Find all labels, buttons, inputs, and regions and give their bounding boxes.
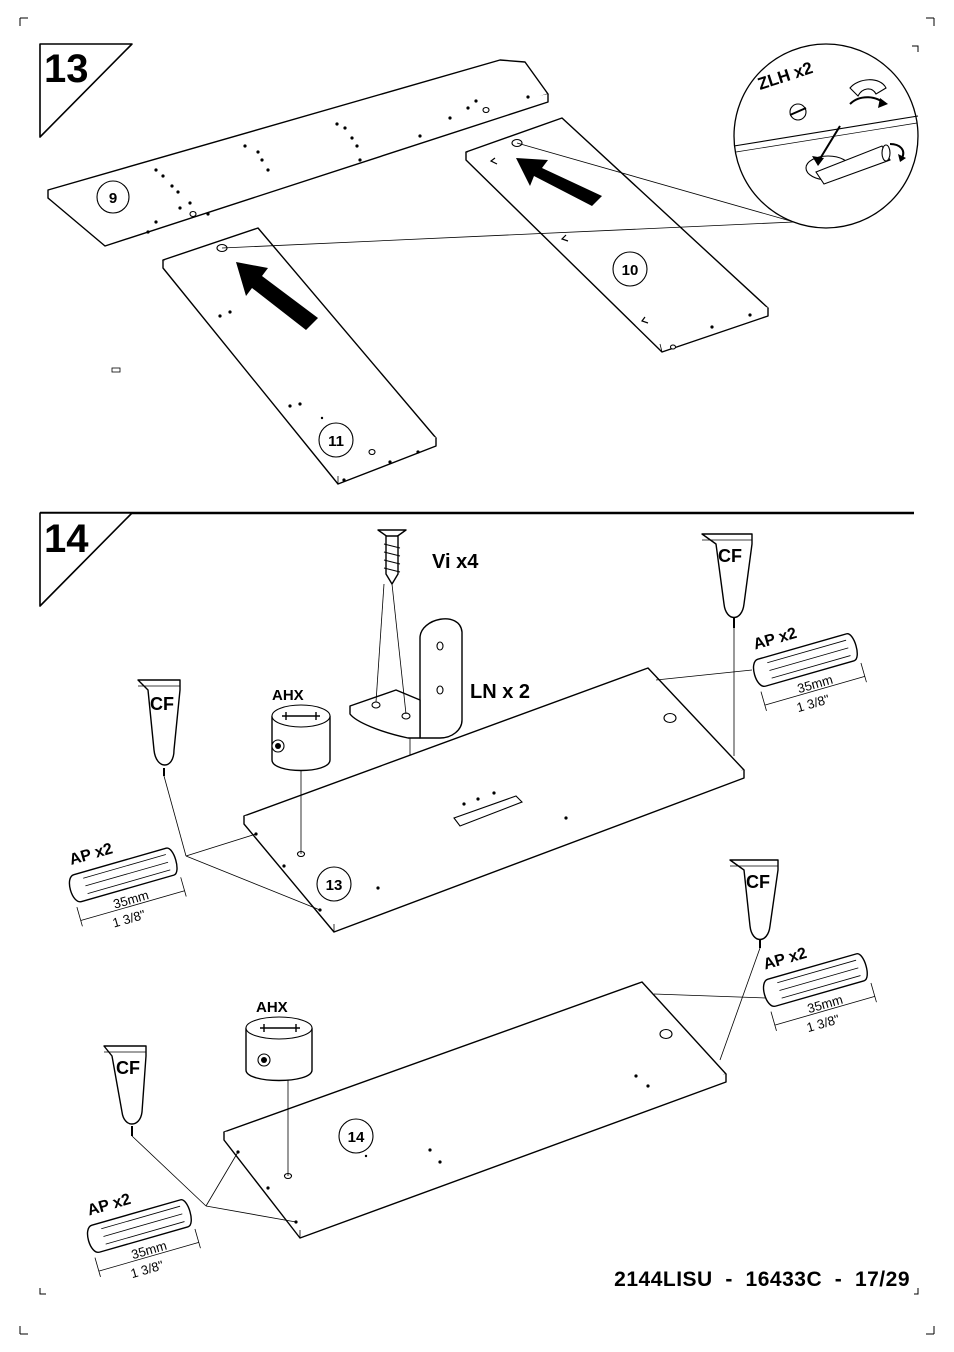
cf-tube-icon: CF bbox=[137, 679, 181, 776]
ln-bracket-icon bbox=[349, 618, 463, 739]
footer-text: 2144LISU - 16433C - 17/29 bbox=[614, 1268, 910, 1291]
part-label-9: 9 bbox=[109, 190, 117, 207]
ap-dowel-icon: AP x2 35mm 1 3/8" bbox=[68, 840, 187, 931]
connection-lines-14 bbox=[131, 628, 767, 1223]
part-label-13: 13 bbox=[326, 877, 343, 894]
cf-tube-icon: CF bbox=[103, 1045, 147, 1136]
svg-text:AP x2: AP x2 bbox=[86, 1191, 133, 1220]
screw-icon bbox=[377, 529, 407, 585]
svg-text:CF: CF bbox=[150, 694, 174, 714]
svg-text:AHX: AHX bbox=[256, 999, 288, 1016]
ahx-cam-icon: AHX bbox=[245, 999, 313, 1082]
ahx-cam-icon: AHX bbox=[271, 687, 331, 772]
svg-text:CF: CF bbox=[718, 546, 742, 566]
svg-text:CF: CF bbox=[116, 1058, 140, 1078]
part-label-11: 11 bbox=[328, 433, 344, 450]
panel-10: 10 bbox=[465, 117, 769, 353]
ln-label: LN x 2 bbox=[470, 681, 530, 703]
svg-text:AP x2: AP x2 bbox=[762, 945, 809, 974]
zlh-detail-callout: ZLH x2 bbox=[733, 43, 919, 229]
arrow-icon bbox=[236, 262, 318, 330]
svg-text:AP x2: AP x2 bbox=[752, 625, 799, 654]
part-label-10: 10 bbox=[622, 262, 639, 279]
panel-13: 13 bbox=[243, 667, 745, 933]
vi-label: Vi x4 bbox=[432, 551, 479, 573]
ap-dowel-icon: AP x2 35mm 1 3/8" bbox=[762, 945, 877, 1035]
ap-dowel-icon: AP x2 35mm 1 3/8" bbox=[752, 625, 867, 715]
svg-text:CF: CF bbox=[746, 872, 770, 892]
step-13-badge: 13 bbox=[39, 43, 133, 138]
step-14-badge: 14 bbox=[39, 512, 133, 607]
cf-tube-icon: CF bbox=[729, 859, 779, 948]
arrow-icon bbox=[516, 158, 602, 206]
crop-marks bbox=[19, 17, 935, 1335]
panel-9: 9 bbox=[47, 59, 549, 247]
ap-dowel-icon: AP x2 35mm 1 3/8" bbox=[86, 1191, 201, 1281]
step-13-number: 13 bbox=[44, 47, 89, 91]
cf-tube-icon: CF bbox=[701, 533, 753, 628]
panel-11: 11 bbox=[162, 227, 437, 485]
connection-lines-13 bbox=[221, 142, 795, 249]
svg-text:AP x2: AP x2 bbox=[68, 840, 115, 869]
page-footer: 2144LISU - 16433C - 17/29 bbox=[614, 1268, 910, 1292]
svg-text:AHX: AHX bbox=[272, 687, 304, 704]
step-14-number: 14 bbox=[44, 517, 89, 561]
panel-14: 14 bbox=[223, 981, 727, 1239]
part-label-14: 14 bbox=[348, 1129, 365, 1146]
